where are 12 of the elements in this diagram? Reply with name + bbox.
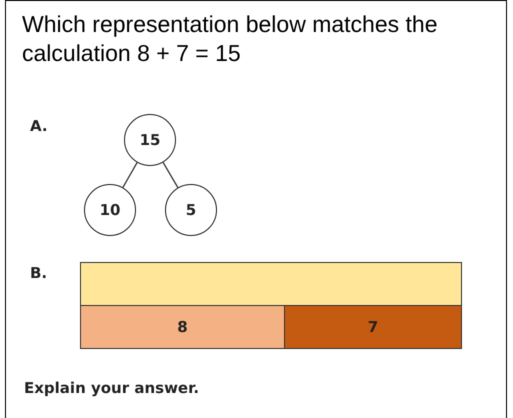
part-circle: 10 xyxy=(84,184,136,236)
part-circle: 5 xyxy=(165,184,217,236)
option-letter: B. xyxy=(30,264,48,282)
instruction-text: Explain your answer. xyxy=(24,379,200,397)
part-bar: 7 xyxy=(284,305,462,349)
whole-circle: 15 xyxy=(124,114,176,166)
part-bar: 8 xyxy=(80,305,285,349)
option-letter: A. xyxy=(30,117,48,135)
whole-bar xyxy=(80,262,462,306)
connector-line xyxy=(122,162,138,188)
connector-line xyxy=(162,162,178,188)
question-text: Which representation below matches the calculation 8 + 7 = 15 xyxy=(22,10,438,68)
